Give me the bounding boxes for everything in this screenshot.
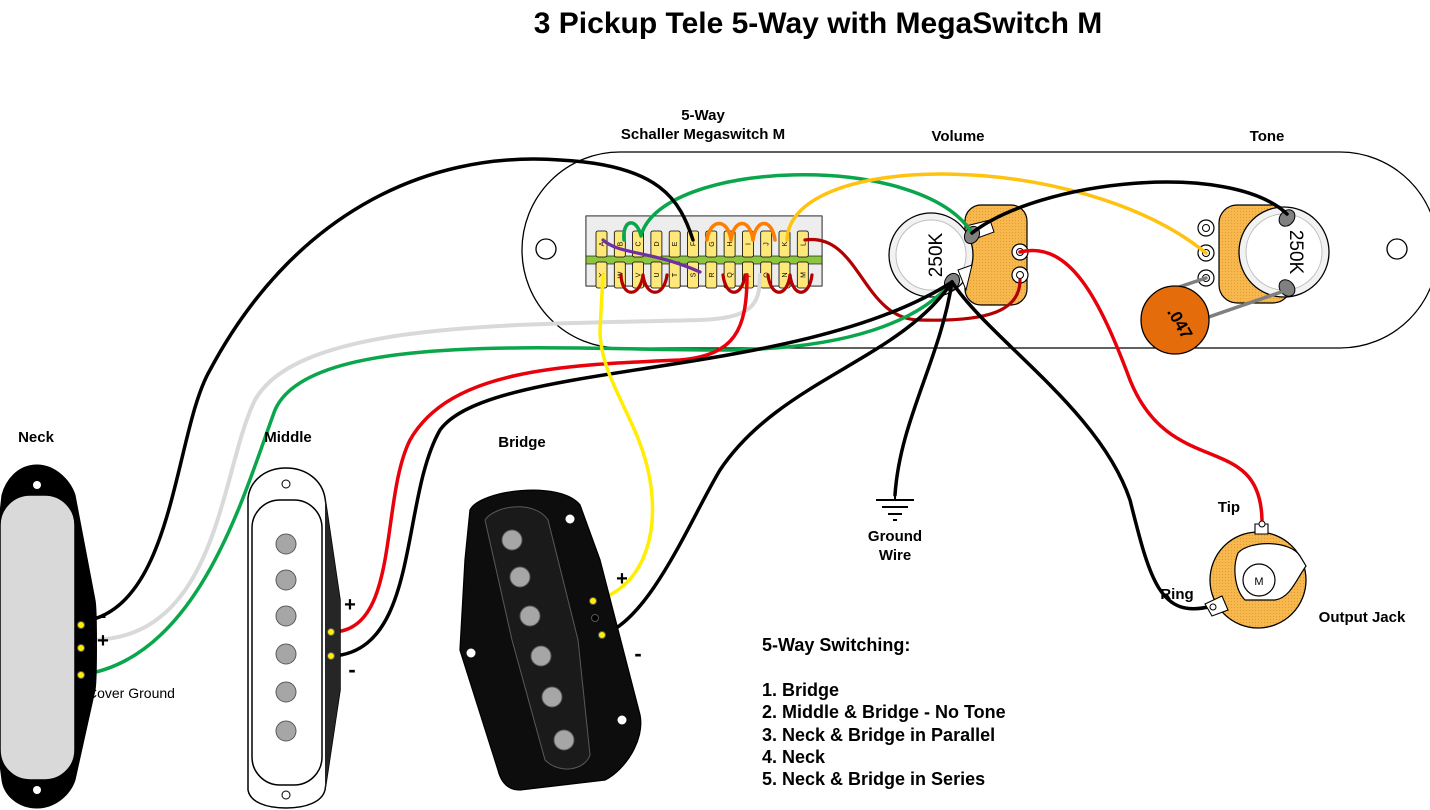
switch-lug-bottom-letter: U — [654, 272, 661, 277]
neck-green-wire — [78, 280, 954, 677]
ground-wire-label-line2: Wire — [879, 547, 911, 564]
middle-plus-label: + — [344, 594, 356, 616]
switch-lug-top-letter: A — [599, 241, 606, 246]
switching-legend: 5-Way Switching: 1. Bridge 2. Middle & B… — [762, 635, 1006, 789]
tone-pot: 250K — [1197, 204, 1330, 304]
switch-lug-top-letter: B — [617, 241, 624, 246]
bridge-plus-label: + — [616, 568, 628, 590]
bridge-black-wire — [600, 280, 954, 637]
switch-lug-top-letter: J — [764, 242, 771, 246]
switch-lug-bottom-letter: M — [800, 272, 807, 278]
dark-red-wire-switch-volume — [803, 238, 1022, 322]
cover-ground-label: Cover Ground — [87, 685, 175, 701]
neck-black-wire — [88, 157, 695, 622]
switch-lug-top-letter: I — [745, 243, 752, 245]
switch-lug-top-letter: H — [727, 241, 734, 246]
switch-lug-bottom-r: R — [705, 261, 718, 289]
switch-lug-top-letter: L — [800, 242, 807, 246]
switch-lug-bottom-letter: V — [636, 272, 643, 277]
neck-plus-label: + — [97, 630, 109, 652]
switching-position-2: 2. Middle & Bridge - No Tone — [762, 702, 1006, 722]
output-jack: M — [1204, 520, 1307, 629]
switch-lug-bottom-letter: S — [691, 272, 698, 277]
jack-mark: M — [1254, 576, 1263, 588]
middle-minus-label: - — [348, 657, 355, 682]
switch-lug-top-letter: G — [709, 241, 716, 246]
ground-symbol — [876, 495, 914, 521]
green-wire-switch-volume — [622, 173, 974, 242]
yellow-orange-wire-tone — [785, 172, 1208, 255]
diagram-title: 3 Pickup Tele 5-Way with MegaSwitch M — [534, 7, 1102, 40]
switch-lug-top-letter: D — [654, 241, 661, 246]
switch-lug-top-l: L — [796, 230, 809, 258]
switch-lug-top-e: E — [668, 230, 681, 258]
switch-lug-bottom-letter: N — [782, 272, 789, 277]
switch-lug-top-letter: C — [636, 241, 643, 246]
middle-label: Middle — [264, 429, 312, 446]
switch-lug-top-a: A — [595, 230, 608, 258]
purple-jumper — [601, 238, 702, 274]
ring-label: Ring — [1160, 586, 1193, 603]
switch-lug-bottom-letter: T — [672, 272, 679, 277]
volume-label: Volume — [931, 128, 984, 145]
tip-label: Tip — [1218, 499, 1240, 516]
switching-position-1: 1. Bridge — [762, 680, 839, 700]
switch-lug-bottom-t: T — [668, 261, 681, 289]
black-wire-volume-tone — [970, 180, 1289, 235]
plate-screw-hole-right — [1386, 238, 1408, 260]
orange-jumpers — [705, 221, 777, 242]
jack-ring-wire — [950, 280, 1214, 611]
bridge-yellow-wire — [591, 273, 655, 603]
switching-position-4: 4. Neck — [762, 747, 826, 767]
neck-pickup — [0, 464, 97, 809]
tone-pot-value: 250K — [1285, 230, 1306, 275]
red-jumpers-bottom — [619, 273, 814, 294]
switch-lug-top-letter: F — [691, 242, 698, 246]
switch-lug-bottom-u: U — [650, 261, 663, 289]
switch-lug-top-letter: K — [782, 241, 789, 246]
switch-lug-bottom-letter: R — [709, 272, 716, 277]
switching-position-3: 3. Neck & Bridge in Parallel — [762, 725, 995, 745]
switch-lug-top-j: J — [760, 230, 773, 258]
bridge-pickup — [459, 489, 642, 791]
switch-label-line2: Schaller Megaswitch M — [621, 126, 785, 143]
bridge-label: Bridge — [498, 434, 546, 451]
switch-lug-bottom-m: M — [796, 261, 809, 289]
tone-label: Tone — [1250, 128, 1285, 145]
switch-lug-top-letter: E — [672, 241, 679, 246]
ground-wire-label-line1: Ground — [868, 528, 922, 545]
switch-lug-top-f: F — [687, 230, 699, 258]
tone-capacitor: .047 — [1140, 285, 1210, 355]
neck-label: Neck — [18, 429, 55, 446]
bridge-minus-label: - — [634, 641, 641, 666]
middle-red-wire — [331, 273, 749, 634]
middle-pickup — [247, 467, 341, 809]
switch-lug-bottom-letter: P — [745, 272, 752, 277]
jack-tip-wire — [1018, 248, 1264, 522]
switch-lug-bottom-letter: Q — [727, 272, 734, 278]
switching-position-5: 5. Neck & Bridge in Series — [762, 769, 985, 789]
output-jack-label: Output Jack — [1319, 609, 1406, 626]
ground-wire — [893, 280, 954, 497]
switch-label-line1: 5-Way — [681, 107, 725, 124]
middle-black-wire — [331, 280, 954, 658]
switch-lug-top-i: I — [742, 230, 754, 258]
neck-white-wire — [88, 273, 762, 642]
switching-heading: 5-Way Switching: — [762, 635, 910, 655]
plate-screw-hole-left — [535, 238, 557, 260]
volume-pot-value: 250K — [926, 232, 947, 277]
switch-lug-top-d: D — [650, 230, 663, 258]
neck-minus-label: - — [100, 605, 107, 627]
